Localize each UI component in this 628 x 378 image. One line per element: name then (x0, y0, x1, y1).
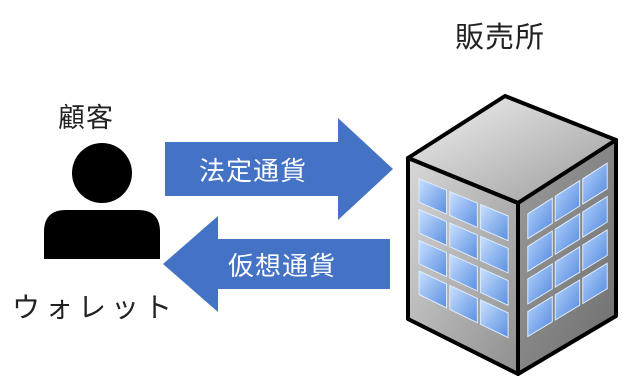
arrow-crypto-shape (163, 216, 390, 312)
window-left (418, 270, 447, 309)
window-right (554, 212, 581, 256)
window-right (582, 262, 608, 305)
window-left (480, 203, 509, 242)
window-right (582, 229, 608, 272)
arrow-fiat-label: 法定通貨 (199, 157, 307, 187)
building-windows-right (527, 162, 608, 338)
window-right (527, 295, 553, 338)
window-left (418, 239, 447, 278)
window-right (554, 179, 581, 223)
person-head (72, 143, 132, 203)
window-right (527, 263, 553, 305)
arrow-fiat-shape (165, 118, 393, 220)
arrow-crypto: 仮想通貨 (163, 216, 390, 312)
window-left (418, 177, 447, 215)
window-left (480, 299, 509, 339)
window-left (449, 284, 478, 324)
window-right (554, 279, 581, 321)
wallet-label: ウォレット (12, 291, 178, 324)
window-right (582, 195, 608, 239)
window-right (554, 246, 581, 288)
window-left (480, 267, 509, 307)
window-left (480, 235, 509, 274)
person-body (44, 210, 160, 259)
window-left (449, 190, 478, 229)
window-right (527, 230, 553, 273)
window-right (582, 162, 608, 206)
window-left (449, 253, 478, 292)
window-right (527, 197, 553, 240)
arrow-crypto-label: 仮想通貨 (228, 252, 336, 282)
person-icon (44, 143, 160, 259)
arrow-fiat: 法定通貨 (165, 118, 393, 220)
customer-label: 顧客 (58, 103, 114, 134)
shop-label: 販売所 (455, 20, 546, 54)
building-windows-left (418, 177, 509, 339)
window-left (449, 222, 478, 260)
window-left (418, 208, 447, 247)
